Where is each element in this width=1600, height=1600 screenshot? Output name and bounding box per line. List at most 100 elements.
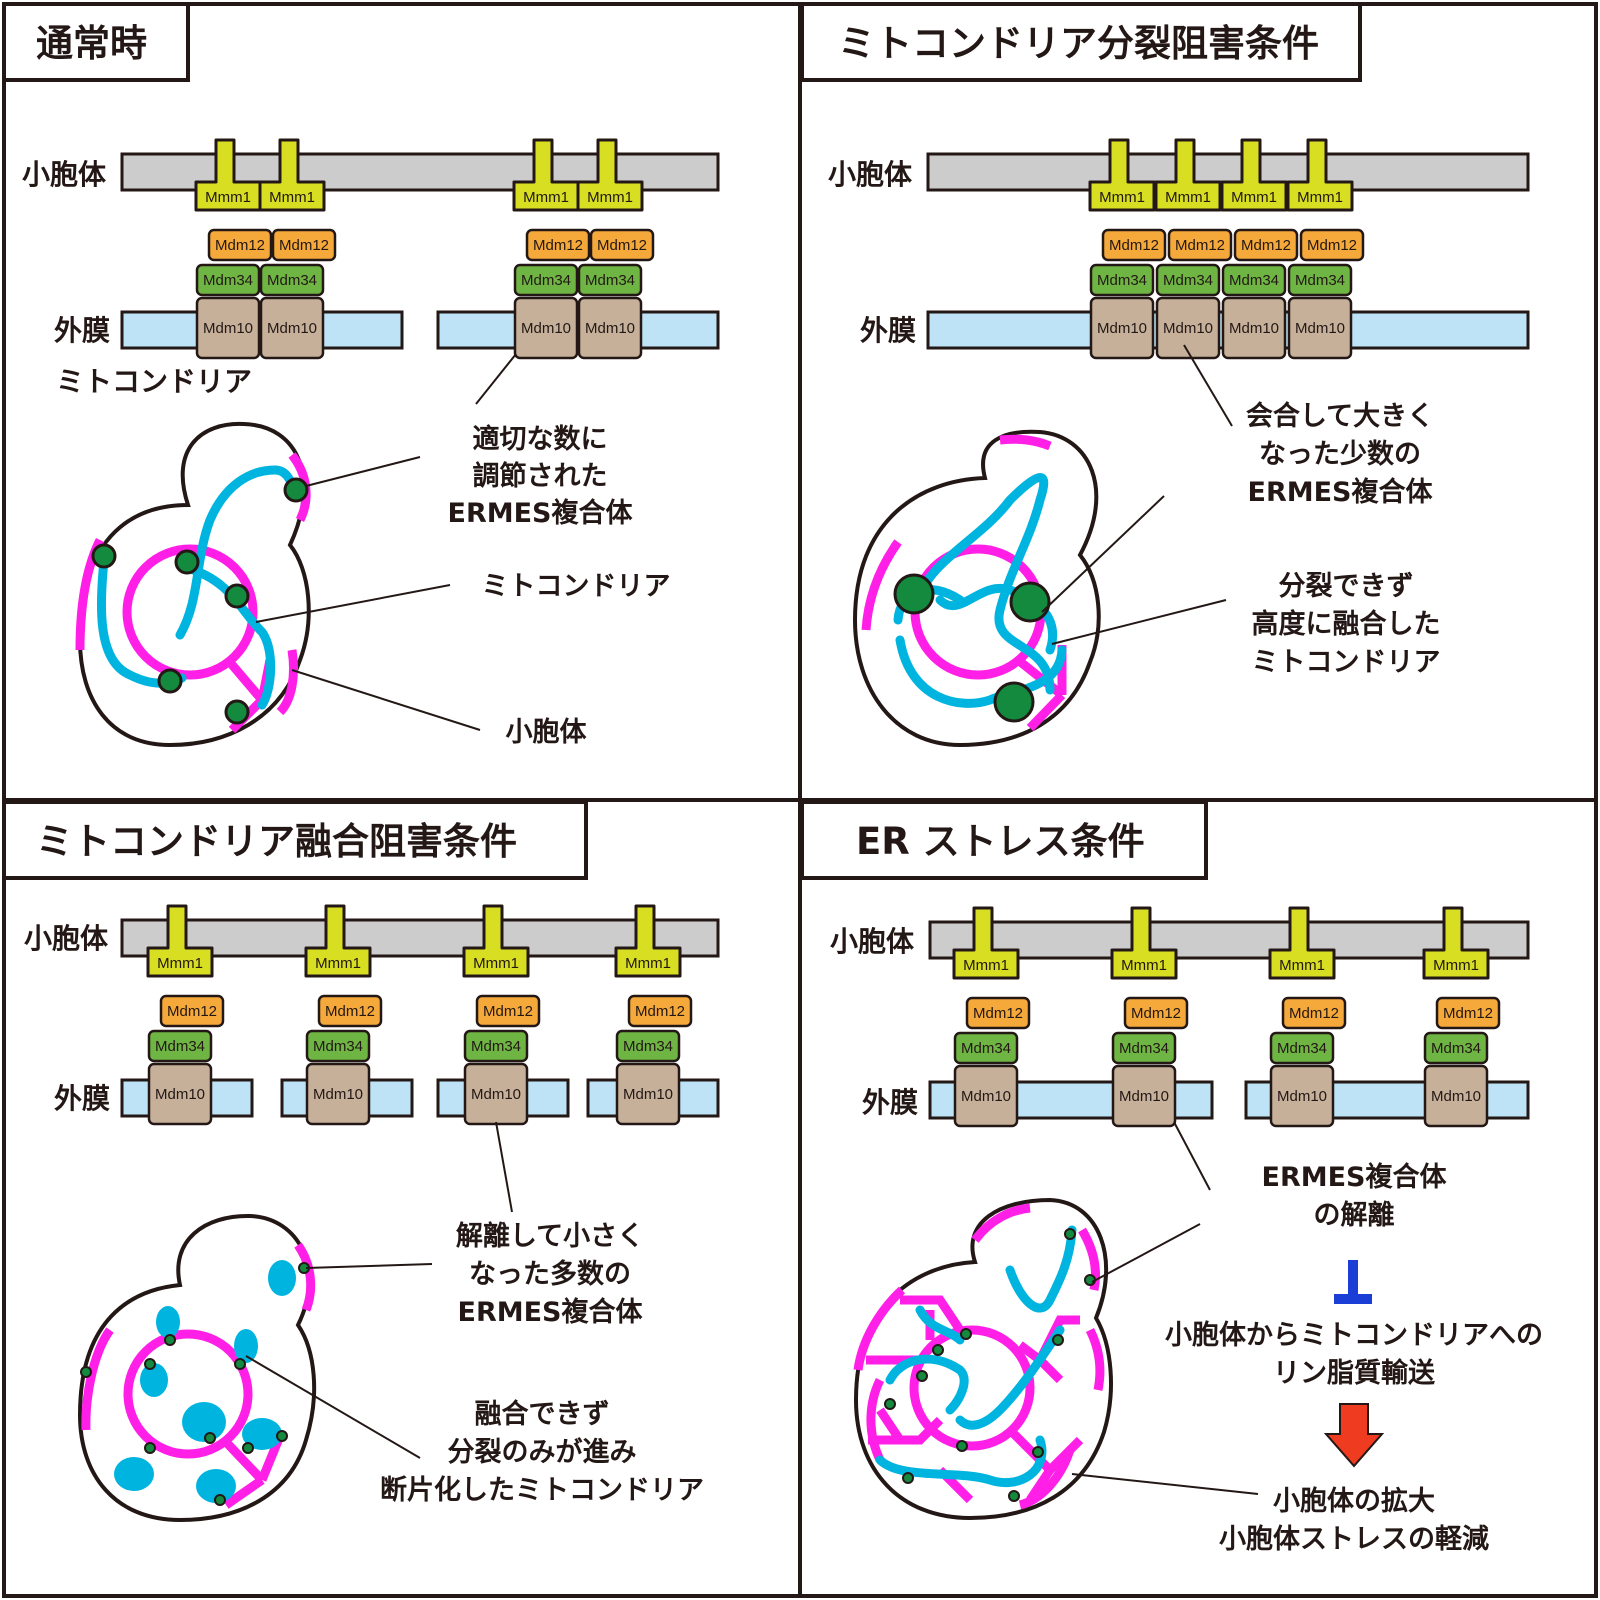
mmm1-label: Mmm1 [1279,957,1325,974]
mdm34-box [259,263,325,297]
svg-text:小胞体からミトコンドリアへのリン脂質輸送: 小胞体からミトコンドリアへのリン脂質輸送 [1165,1320,1543,1389]
mdm12-label: Mdm12 [483,1003,533,1020]
mmm1-shape [1422,906,1490,980]
mdm10-label: Mdm10 [585,320,635,337]
mdm12-label: Mdm12 [597,237,647,254]
mmm1-shape [1154,138,1222,212]
mdm12-label: Mdm12 [1109,237,1159,254]
mmm1-label: Mmm1 [1433,957,1479,974]
ermes-dots-small [80,1262,310,1506]
svg-text:融合できず分裂のみが進み断片化したミトコンドリア: 融合できず分裂のみが進み断片化したミトコンドリア [380,1398,704,1506]
mdm12-box [1299,228,1365,262]
yeast-cell [77,1213,317,1523]
er-label: 小胞体 [24,922,109,955]
mdm34-box [1423,1031,1489,1065]
mdm12-box [589,228,655,262]
ermes-dots [91,477,309,725]
panel2-title-box [800,2,1362,82]
ermes-dots-large [893,573,1051,723]
mdm34-label: Mdm34 [267,272,317,289]
mmm1-label: Mmm1 [1165,189,1211,206]
mmm1-shape [258,138,326,212]
svg-text:分裂できず高度に融合したミトコンドリア: 分裂できず高度に融合したミトコンドリア [1252,571,1441,678]
yeast-cell [852,429,1101,748]
mdm10-box [147,1062,213,1126]
mdm12-box [627,994,693,1028]
mdm12-box [1281,996,1347,1030]
mdm12-box [1167,228,1233,262]
mdm10-label: Mdm10 [471,1086,521,1103]
mdm10-label: Mdm10 [313,1086,363,1103]
mmm1-label: Mmm1 [157,955,203,972]
yeast-cell [853,1197,1113,1521]
mdm34-box [1089,263,1155,297]
mdm10-label: Mdm10 [1097,320,1147,337]
mdm34-label: Mdm34 [203,272,253,289]
mdm34-box [147,1029,213,1063]
mdm10-label: Mdm10 [1163,320,1213,337]
mdm34-label: Mdm34 [313,1038,363,1055]
down-arrow [1323,1403,1385,1468]
mdm12-label: Mdm12 [1307,237,1357,254]
mdm12-box [1123,996,1189,1030]
er-label: 小胞体 [22,158,107,191]
mitochondria-fragments [114,1260,296,1503]
mdm12-label: Mdm12 [1443,1005,1493,1022]
outer-membrane-label: 外膜 [862,1086,918,1119]
mitochondria-label: ミトコンドリア [56,365,252,398]
mdm10-box [615,1062,681,1126]
mdm34-label: Mdm34 [1277,1040,1327,1057]
mmm1-shape [304,904,372,978]
mdm10-label: Mdm10 [155,1086,205,1103]
mmm1-label: Mmm1 [269,189,315,206]
mmm1-label: Mmm1 [1231,189,1277,206]
mdm10-box [1089,296,1155,360]
panel-normal: 小胞体 外膜 ミトコンドリア Mmm1Mdm12Mdm34Mdm10Mmm1Md… [22,138,720,748]
mdm10-label: Mdm10 [267,320,317,337]
mdm10-label: Mdm10 [1277,1088,1327,1105]
mmm1-label: Mmm1 [315,955,361,972]
mdm10-label: Mdm10 [1431,1088,1481,1105]
mdm12-label: Mdm12 [215,237,265,254]
mmm1-shape [462,904,530,978]
mmm1-shape [614,904,682,978]
mdm34-box [463,1029,529,1063]
mdm10-box [1155,296,1221,360]
mdm10-box [1269,1064,1335,1128]
mdm10-box [1287,296,1353,360]
svg-text:小胞体の拡大小胞体ストレスの軽減: 小胞体の拡大小胞体ストレスの軽減 [1219,1486,1489,1555]
mdm12-box [1435,996,1501,1030]
panel4-title-box [800,800,1208,880]
mdm10-box [513,296,579,360]
panel-fusion-inhibited: 小胞体 外膜 Mmm1Mdm12Mdm34Mdm10Mmm1Mdm12Mdm34… [24,904,720,1523]
mmm1-label: Mmm1 [1121,957,1167,974]
mmm1-label: Mmm1 [587,189,633,206]
mdm12-box [317,994,383,1028]
mdm10-box [195,296,261,360]
mmm1-label: Mmm1 [205,189,251,206]
mdm10-box [1423,1064,1489,1128]
mdm34-label: Mdm34 [623,1038,673,1055]
mdm10-label: Mdm10 [623,1086,673,1103]
mdm34-label: Mdm34 [1295,272,1345,289]
mitochondria [893,473,1067,708]
mmm1-shape [952,906,1020,980]
mmm1-label: Mmm1 [963,957,1009,974]
mdm34-label: Mdm34 [585,272,635,289]
